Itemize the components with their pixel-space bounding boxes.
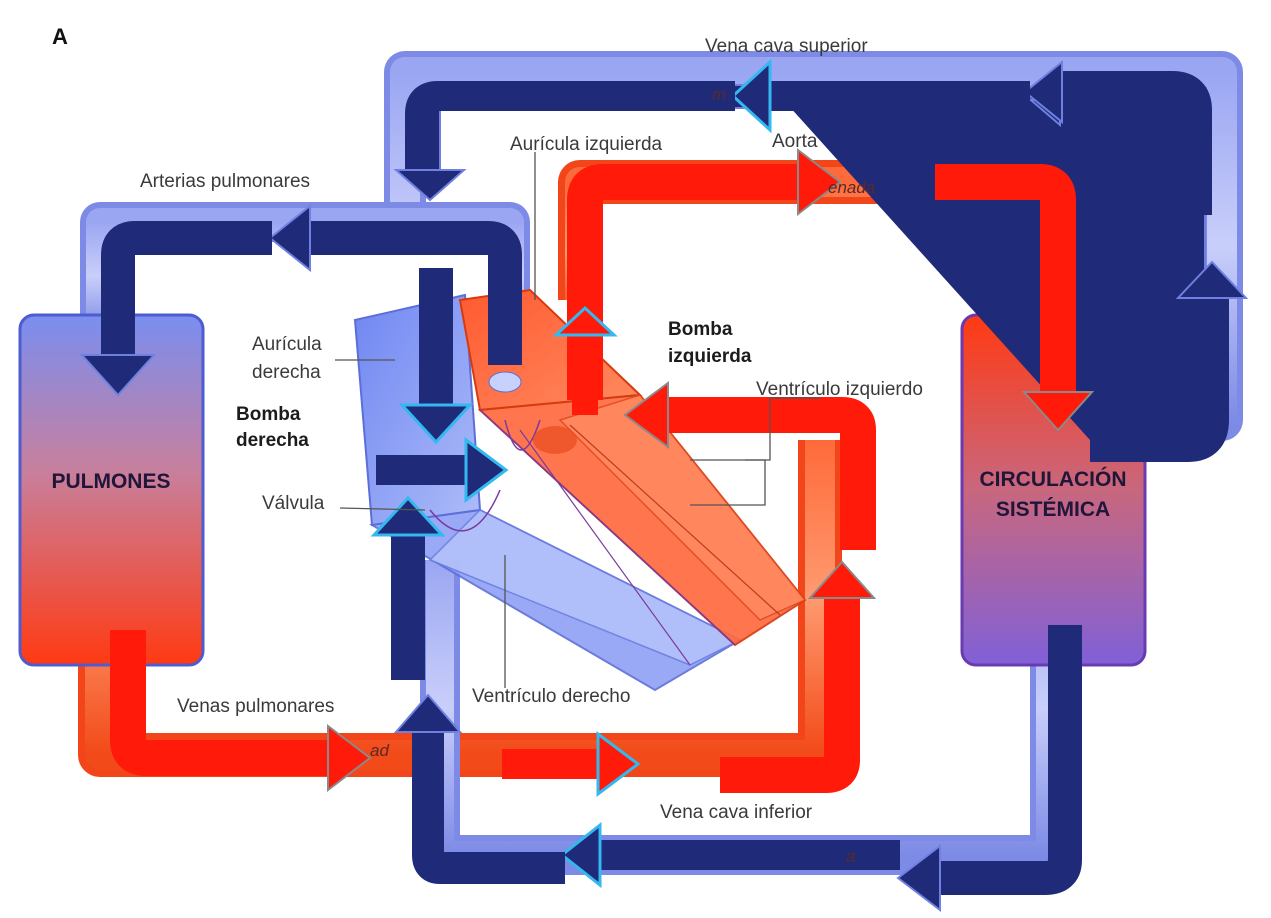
- panel-label: A: [52, 24, 68, 49]
- label-vena-cava-inferior: Vena cava inferior: [660, 802, 813, 823]
- left-atrium: [458, 288, 643, 412]
- leader-lines: [335, 152, 820, 688]
- lungs-label: PULMONES: [51, 470, 170, 493]
- label-bomba-derecha-2: derecha: [236, 430, 309, 451]
- systemic-label-line2: SISTÉMICA: [996, 498, 1110, 521]
- lungs-box: PULMONES: [18, 313, 205, 667]
- label-ventriculo-derecho: Ventrículo derecho: [472, 686, 630, 707]
- label-ventriculo-izquierdo: Ventrículo izquierdo: [756, 379, 923, 400]
- label-auricula-derecha-1: Aurícula: [252, 334, 322, 355]
- label-bomba-derecha-1: Bomba: [236, 404, 301, 425]
- tube-text-inferior-cava: a: [846, 847, 855, 866]
- label-venas-pulmonares: Venas pulmonares: [177, 696, 334, 717]
- flow-arrows: [79, 58, 1249, 913]
- label-arterias-pulmonares: Arterias pulmonares: [140, 171, 310, 192]
- tube-text-pulmonary-vein: ad: [370, 741, 389, 760]
- label-auricula-izquierda: Aurícula izquierda: [510, 134, 663, 155]
- labels: A Vena cava superior Aorta Aurícula izqu…: [52, 24, 923, 866]
- tube-text-top-blue: m: [712, 85, 726, 104]
- tube-text-aorta: enada: [828, 178, 875, 197]
- label-vena-cava-superior: Vena cava superior: [705, 36, 868, 57]
- label-bomba-izquierda-2: izquierda: [668, 346, 752, 367]
- label-valvula: Válvula: [262, 493, 325, 514]
- systemic-label-line1: CIRCULACIÓN: [980, 467, 1127, 491]
- arrow-head-highlight: [730, 58, 772, 134]
- label-auricula-derecha-2: derecha: [252, 362, 321, 383]
- label-aorta: Aorta: [772, 131, 818, 152]
- label-bomba-izquierda-1: Bomba: [668, 319, 733, 340]
